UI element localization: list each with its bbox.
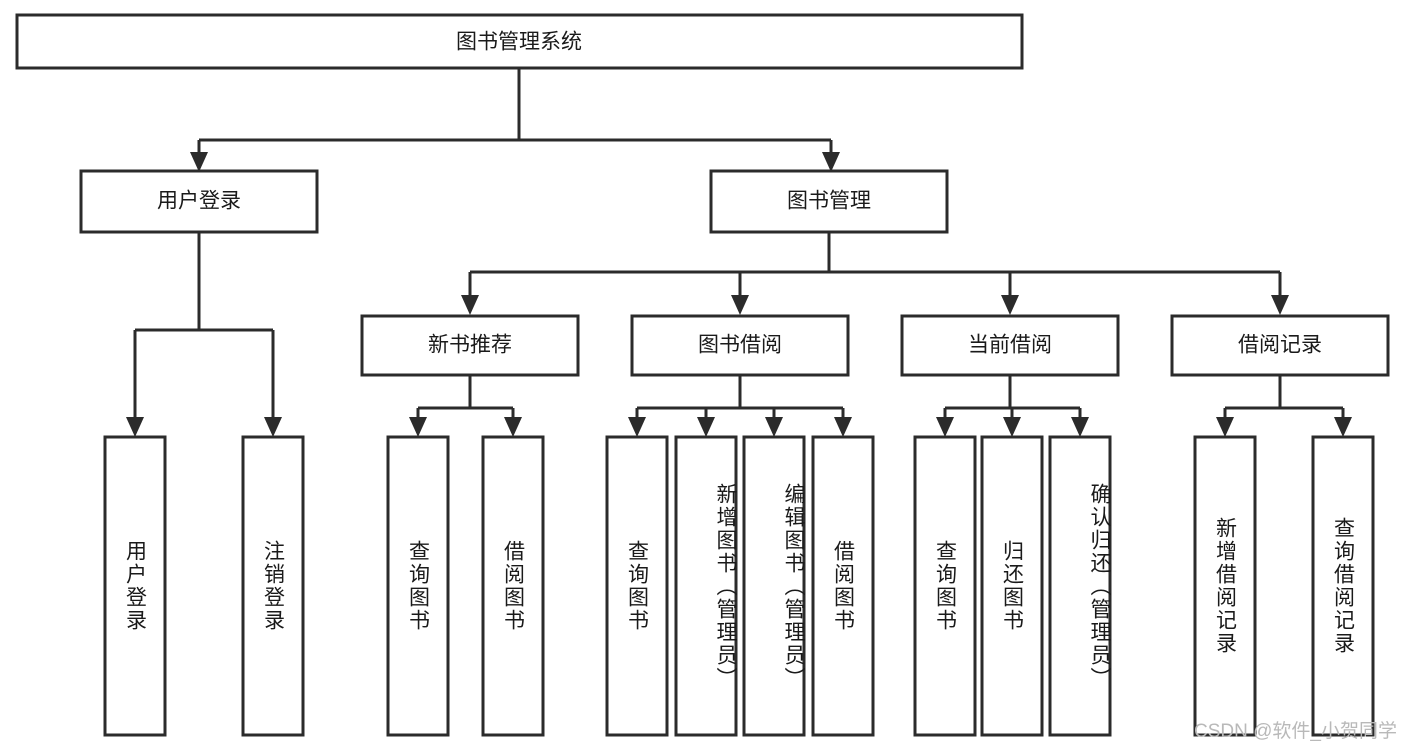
node-root[interactable] <box>15 13 1024 70</box>
connector-borrow-to-leaves <box>628 375 852 437</box>
node-borrow[interactable] <box>630 314 850 377</box>
csdn-watermark: CSDN @软件_小贺同学 <box>1194 721 1397 742</box>
node-leaf8[interactable] <box>811 435 875 737</box>
connector-newbook-to-leaves <box>409 375 522 437</box>
node-leaf3[interactable] <box>386 435 450 737</box>
node-login-label: 用户登录 <box>157 190 241 213</box>
node-bookmgmt[interactable] <box>709 169 949 234</box>
node-leaf11[interactable] <box>1048 435 1112 737</box>
node-borrow-label: 图书借阅 <box>698 334 782 357</box>
node-leaf6[interactable] <box>674 435 738 737</box>
connector-current-to-leaves <box>936 375 1089 437</box>
node-leaf7[interactable] <box>742 435 806 737</box>
node-leaf13[interactable] <box>1311 435 1375 737</box>
node-leaf9[interactable] <box>913 435 977 737</box>
node-leaf1[interactable] <box>103 435 167 737</box>
connector-records-to-leaves <box>1216 375 1352 437</box>
connector-bookmgmt-to-level3 <box>461 232 1289 315</box>
node-newbook[interactable] <box>360 314 580 377</box>
connector-root-to-level2 <box>190 68 840 172</box>
node-current-label: 当前借阅 <box>968 334 1052 357</box>
node-leaf10[interactable] <box>980 435 1044 737</box>
node-root-label: 图书管理系统 <box>456 31 582 54</box>
node-current[interactable] <box>900 314 1120 377</box>
node-leaf2[interactable] <box>241 435 305 737</box>
node-leaf12[interactable] <box>1193 435 1257 737</box>
node-newbook-label: 新书推荐 <box>428 334 512 357</box>
node-bookmgmt-label: 图书管理 <box>787 190 871 213</box>
connector-login-to-leaves <box>126 232 282 437</box>
node-leaf4[interactable] <box>481 435 545 737</box>
node-records[interactable] <box>1170 314 1390 377</box>
node-records-label: 借阅记录 <box>1238 334 1322 357</box>
node-leaf5[interactable] <box>605 435 669 737</box>
node-login[interactable] <box>79 169 319 234</box>
